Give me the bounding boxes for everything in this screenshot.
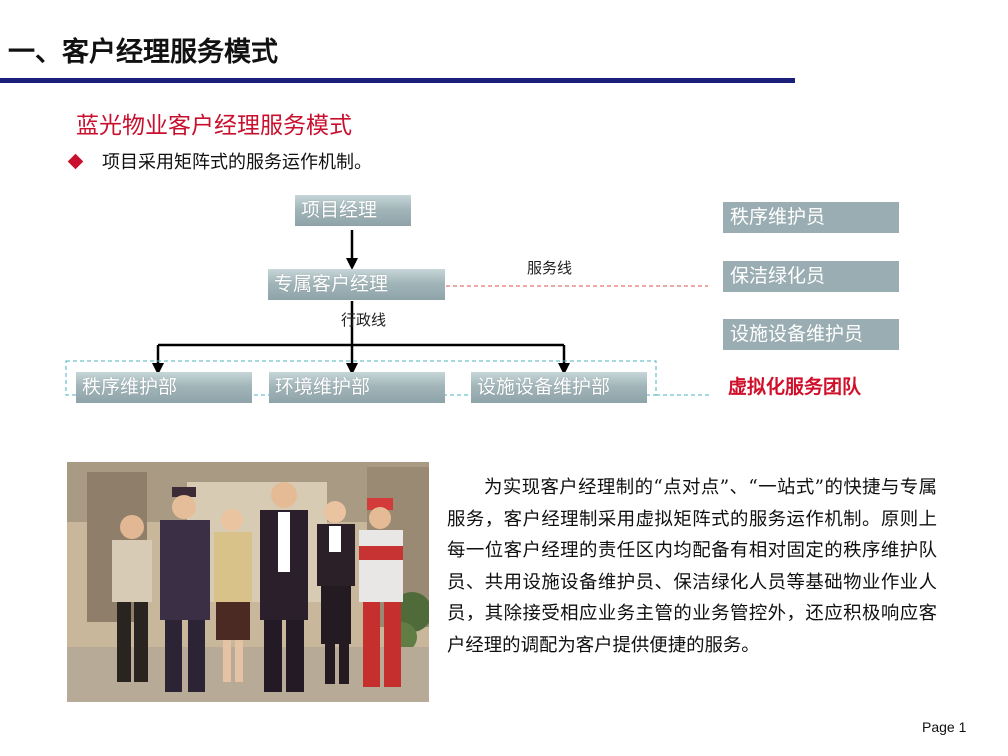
role-box-order-keeper: 秩序维护员 (723, 202, 899, 233)
admin-line-label: 行政线 (341, 309, 386, 330)
body-paragraph: 为实现客户经理制的“点对点”、“一站式”的快捷与专属服务，客户经理制采用虚拟矩阵… (447, 472, 937, 661)
project-manager-box: 项目经理 (295, 195, 411, 226)
role-box-cleaning: 保洁绿化员 (723, 261, 899, 292)
staff-group-photo (67, 462, 429, 702)
department-box-order: 秩序维护部 (76, 372, 252, 403)
role-box-facilities: 设施设备维护员 (723, 319, 899, 350)
page-number: Page 1 (922, 719, 966, 735)
department-box-environment: 环境维护部 (269, 372, 445, 403)
staff-photo-illustration (67, 462, 429, 702)
client-manager-box: 专属客户经理 (268, 269, 445, 300)
virtual-team-label: 虚拟化服务团队 (728, 372, 861, 399)
department-box-facilities: 设施设备维护部 (471, 372, 647, 403)
service-line-label: 服务线 (527, 257, 572, 278)
